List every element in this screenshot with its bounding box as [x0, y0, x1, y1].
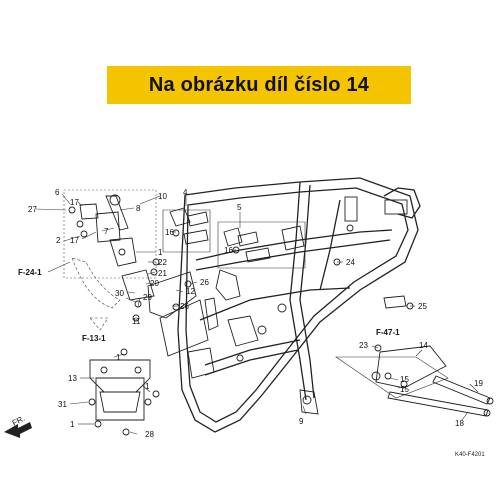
lower-left-bracket-assembly	[88, 348, 160, 436]
upper-left-bracket-assembly	[63, 189, 157, 279]
ref-f-47-1: F-47-1	[376, 328, 400, 337]
callout-29: 29	[143, 293, 152, 302]
callout-26-a: 26	[200, 278, 209, 287]
callout-20: 20	[150, 279, 159, 288]
bolt-9	[302, 395, 312, 405]
callout-1-b: 1	[116, 353, 121, 362]
callout-7: 7	[104, 227, 109, 236]
callout-10: 10	[158, 192, 167, 201]
callout-11: 11	[132, 317, 141, 326]
callout-23: 23	[359, 341, 368, 350]
callout-15-b: 15	[400, 385, 409, 394]
callout-1-a: 1	[158, 248, 163, 257]
callout-25: 25	[418, 302, 427, 311]
callout-12: 12	[186, 287, 195, 296]
side-stand-rods	[387, 375, 494, 417]
center-left-brackets	[121, 258, 197, 322]
callout-31: 31	[58, 400, 67, 409]
part-number-banner: Na obrázku díl číslo 14	[107, 66, 411, 104]
callout-26-b: 26	[180, 302, 189, 311]
callout-19: 19	[474, 379, 483, 388]
leader-lines	[35, 193, 479, 435]
front-arrow-icon	[4, 422, 32, 438]
reference-labels: F-24-1 F-13-1 F-47-1	[18, 261, 400, 343]
callout-16-b: 16	[224, 246, 233, 255]
callout-16-a: 16	[165, 228, 174, 237]
callout-4: 4	[183, 188, 188, 197]
callout-1-c: 1	[145, 382, 150, 391]
callout-17-b: 17	[70, 236, 79, 245]
ref-f-13-1: F-13-1	[82, 334, 106, 343]
callout-9: 9	[299, 417, 304, 426]
callout-2: 2	[56, 236, 61, 245]
callout-18: 18	[455, 419, 464, 428]
callout-15-a: 15	[400, 375, 409, 384]
callout-14: 14	[419, 341, 428, 350]
callout-5: 5	[237, 203, 242, 212]
part-5-assembly	[217, 221, 306, 269]
left-cover-outline	[71, 257, 121, 331]
callout-17-a: 17	[70, 198, 79, 207]
callout-numbers: 6 27 17 2 17 7 8 10 1 22 21 20 30 29 11 …	[28, 188, 483, 439]
ref-f-24-1: F-24-1	[18, 268, 42, 277]
callout-22: 22	[158, 258, 167, 267]
callout-21: 21	[158, 269, 167, 278]
callout-27: 27	[28, 205, 37, 214]
part-14-under-cover	[335, 344, 449, 399]
callout-24: 24	[346, 258, 355, 267]
clip-f47	[383, 295, 407, 309]
callout-28: 28	[145, 430, 154, 439]
diagram-code: K40-F4201	[455, 452, 485, 458]
banner-text: Na obrázku díl číslo 14	[148, 73, 370, 96]
callout-13: 13	[68, 374, 77, 383]
part-4-assembly	[162, 207, 211, 253]
callout-1-d: 1	[70, 420, 75, 429]
callout-6: 6	[55, 188, 60, 197]
front-direction-arrow: FR.	[4, 414, 32, 438]
main-frame	[159, 177, 421, 433]
callout-8: 8	[136, 204, 141, 213]
callout-30: 30	[115, 289, 124, 298]
